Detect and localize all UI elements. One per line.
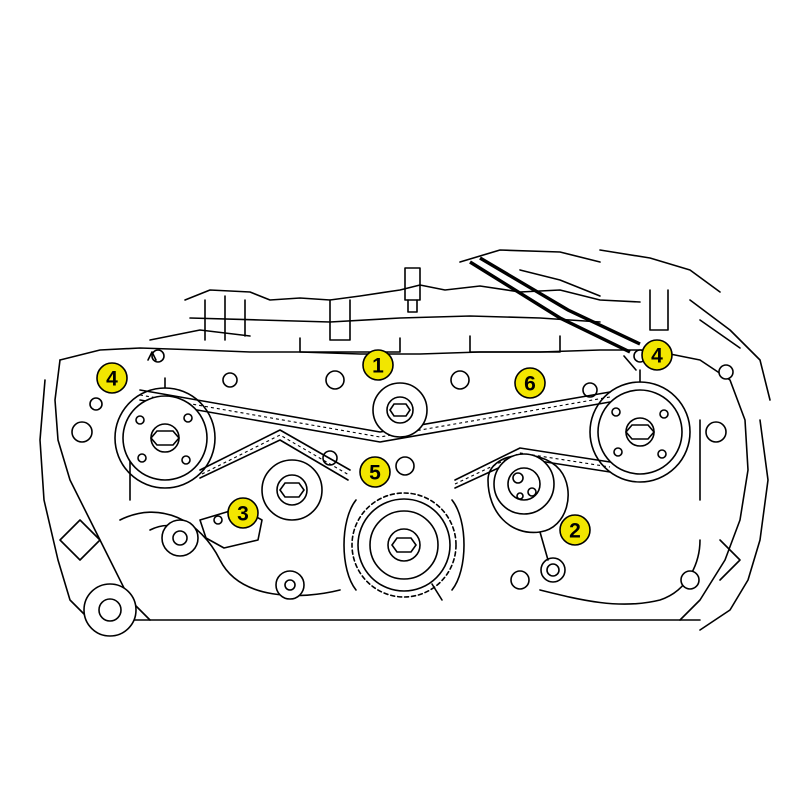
callout-6: 6 <box>514 367 546 399</box>
callout-3-label: 3 <box>237 503 249 526</box>
left-idler-pulley <box>261 459 323 521</box>
callout-5-label: 5 <box>369 462 381 485</box>
callout-4-right-label: 4 <box>651 345 663 368</box>
timing-belt <box>139 389 611 489</box>
callout-1: 1 <box>362 349 394 381</box>
left-cam-sprocket <box>114 351 216 489</box>
lower-brackets <box>59 511 741 637</box>
upper-idler-pulley <box>372 382 428 438</box>
callout-4-left-label: 4 <box>106 368 118 391</box>
callout-3: 3 <box>227 497 259 529</box>
upper-engine-components <box>149 249 771 401</box>
cover-bolts <box>71 349 734 476</box>
callout-5: 5 <box>359 456 391 488</box>
timing-cover-outline <box>39 347 769 631</box>
callout-2: 2 <box>559 514 591 546</box>
callout-6-label: 6 <box>524 373 536 396</box>
right-cam-sprocket <box>589 355 691 483</box>
callout-1-label: 1 <box>372 355 384 378</box>
callouts: 4 1 6 4 5 3 2 <box>96 339 673 546</box>
tensioner-assembly <box>487 453 569 583</box>
callout-4-left: 4 <box>96 362 128 394</box>
callout-4-right: 4 <box>641 339 673 371</box>
crank-sprocket <box>343 492 465 601</box>
callout-2-label: 2 <box>569 520 581 543</box>
